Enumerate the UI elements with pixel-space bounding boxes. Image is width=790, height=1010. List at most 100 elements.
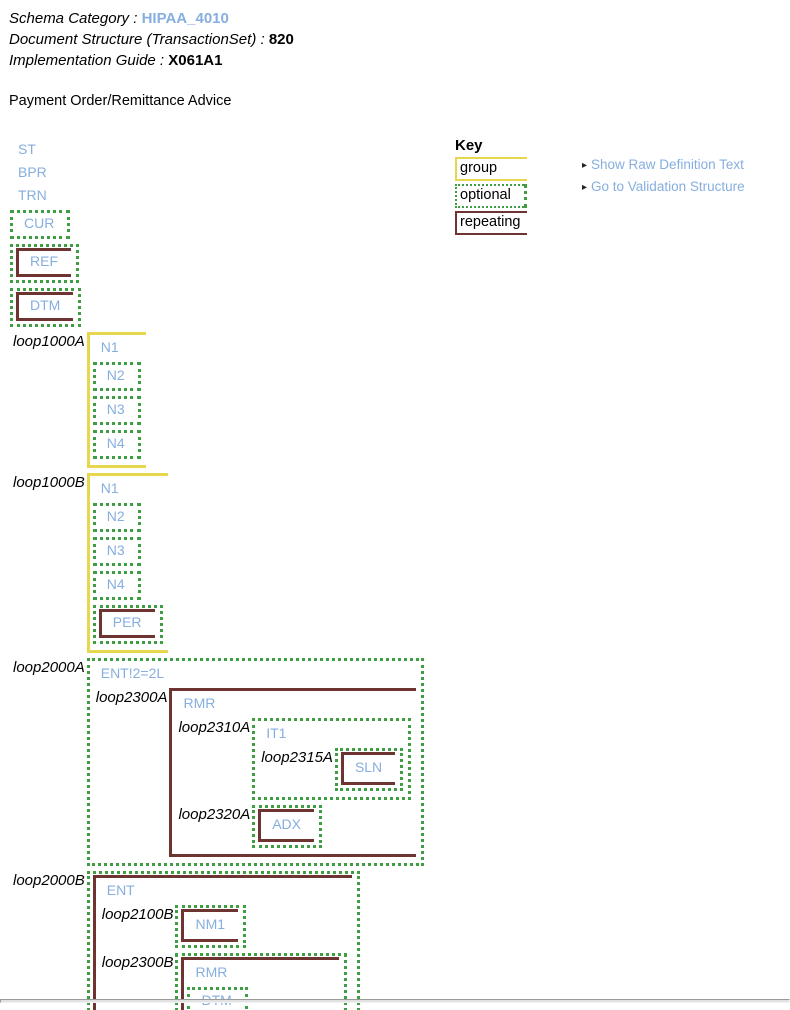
- document-structure-value: 820: [268, 31, 294, 48]
- segment-row: RMR: [187, 962, 334, 983]
- triangle-bullet-icon: ▸: [582, 160, 588, 171]
- segment-link[interactable]: CUR: [24, 215, 55, 231]
- segment-row: NM1: [187, 914, 233, 935]
- segment-row: BPR: [10, 162, 790, 183]
- repeating-box: DTM: [16, 292, 74, 321]
- optional-box: DTM: [10, 288, 82, 327]
- segment-row: PER: [92, 604, 163, 645]
- document-structure-label: Document Structure (TransactionSet) :: [9, 31, 265, 48]
- loop-label: loop2100B: [101, 906, 174, 923]
- segment-link[interactable]: N4: [106, 576, 125, 592]
- repeating-box: SLN: [340, 752, 396, 785]
- segment-link[interactable]: NM1: [195, 916, 226, 932]
- loop-row: loop2000A ENT!2=2L loop2300A RMR loop2310A IT…: [10, 657, 790, 867]
- segment-link[interactable]: PER: [112, 614, 142, 630]
- segment-link[interactable]: N2: [106, 508, 125, 524]
- segment-link[interactable]: N2: [106, 367, 125, 383]
- segment-link[interactable]: N3: [106, 401, 125, 417]
- schema-category-line: Schema Category : HIPAA_4010: [9, 8, 790, 29]
- segment-link[interactable]: N3: [106, 542, 125, 558]
- loop-row: loop2320A ADX: [175, 804, 411, 849]
- optional-box: NM1: [175, 905, 247, 948]
- loop-row: loop2100B NM1: [99, 904, 347, 949]
- optional-box: ENT!2=2L loop2300A RMR loop2310A IT1 loop2315…: [86, 658, 425, 866]
- validation-structure-link-row: ▸Go to Validation Structure: [582, 178, 745, 196]
- implementation-guide-value: X061A1: [168, 52, 223, 69]
- loop-label: loop2300A: [95, 689, 168, 706]
- segment-row: CUR: [10, 209, 790, 240]
- segment-row: DTM: [187, 986, 334, 1010]
- loop-label: loop1000A: [13, 333, 85, 350]
- raw-definition-link-row: ▸Show Raw Definition Text: [582, 156, 745, 174]
- segment-row: ENT: [99, 880, 347, 901]
- segment-row: ADX: [264, 814, 309, 835]
- optional-box: SLN: [334, 748, 404, 791]
- segment-row: SLN: [347, 757, 390, 778]
- key-item-optional: optional: [455, 184, 527, 208]
- loop-row: loop2000B ENT loop2100B NM1 loop2300B RMR DTM l…: [10, 870, 790, 1010]
- segment-link[interactable]: ENT: [106, 882, 135, 898]
- header: Schema Category : HIPAA_4010 Document St…: [9, 8, 790, 71]
- segment-row: N1: [93, 337, 141, 358]
- segment-link[interactable]: ST: [18, 141, 36, 157]
- segment-row: N3: [92, 395, 141, 426]
- repeating-box: PER: [98, 609, 155, 638]
- bottom-divider: [0, 999, 790, 1003]
- triangle-bullet-icon: ▸: [582, 182, 588, 193]
- segment-row: REF: [10, 243, 790, 284]
- optional-box: ADX: [252, 805, 322, 848]
- segment-row: N4: [92, 570, 163, 601]
- segment-link[interactable]: N1: [100, 480, 119, 496]
- segment-link[interactable]: ENT!2=2L: [100, 665, 165, 681]
- segment-row: N1: [93, 478, 163, 499]
- segment-row: TRN: [10, 185, 790, 206]
- go-to-validation-link[interactable]: Go to Validation Structure: [591, 179, 745, 194]
- loop-label: loop2000A: [13, 659, 85, 676]
- segment-row: N4: [92, 429, 141, 460]
- loop-label: loop2320A: [178, 806, 251, 823]
- key-item-group: group: [455, 157, 527, 181]
- segment-link[interactable]: TRN: [18, 187, 47, 203]
- segment-row: N3: [92, 536, 163, 567]
- loop-label: loop2300B: [101, 954, 174, 971]
- show-raw-definition-link[interactable]: Show Raw Definition Text: [591, 157, 744, 172]
- segment-row: ST: [10, 139, 790, 160]
- schema-category-label: Schema Category :: [9, 10, 138, 27]
- repeating-box: ENTloop2100BNM1loop2300BRMRDTMloop2320BA…: [92, 875, 352, 1010]
- page-title: Payment Order/Remittance Advice: [9, 93, 232, 109]
- segment-row: DTM: [10, 287, 790, 328]
- segment-link[interactable]: N1: [100, 339, 119, 355]
- key-title: Key: [455, 137, 483, 154]
- repeating-box: ADX: [258, 809, 314, 842]
- segment-link[interactable]: ADX: [272, 816, 301, 832]
- schema-category-link[interactable]: HIPAA_4010: [141, 10, 229, 27]
- segment-link[interactable]: BPR: [18, 164, 47, 180]
- optional-box: N2: [92, 503, 141, 532]
- segment-link[interactable]: N4: [106, 435, 125, 451]
- optional-box: N2: [92, 362, 141, 391]
- segment-link[interactable]: REF: [30, 253, 58, 269]
- optional-box: REF: [10, 244, 79, 283]
- implementation-guide-label: Implementation Guide :: [9, 52, 165, 69]
- loop-label: loop1000B: [13, 474, 85, 491]
- segment-link[interactable]: RMR: [183, 695, 216, 711]
- segment-row: IT1: [258, 723, 403, 744]
- segment-link[interactable]: SLN: [354, 759, 383, 775]
- segment-link[interactable]: RMR: [195, 964, 228, 980]
- implementation-guide-line: Implementation Guide : X061A1: [9, 50, 790, 71]
- segment-link[interactable]: DTM: [30, 297, 61, 313]
- loop-label: loop2310A: [178, 719, 251, 736]
- segment-link[interactable]: IT1: [266, 725, 287, 741]
- repeating-box: REF: [16, 248, 71, 277]
- loop-label: loop2000B: [13, 872, 85, 889]
